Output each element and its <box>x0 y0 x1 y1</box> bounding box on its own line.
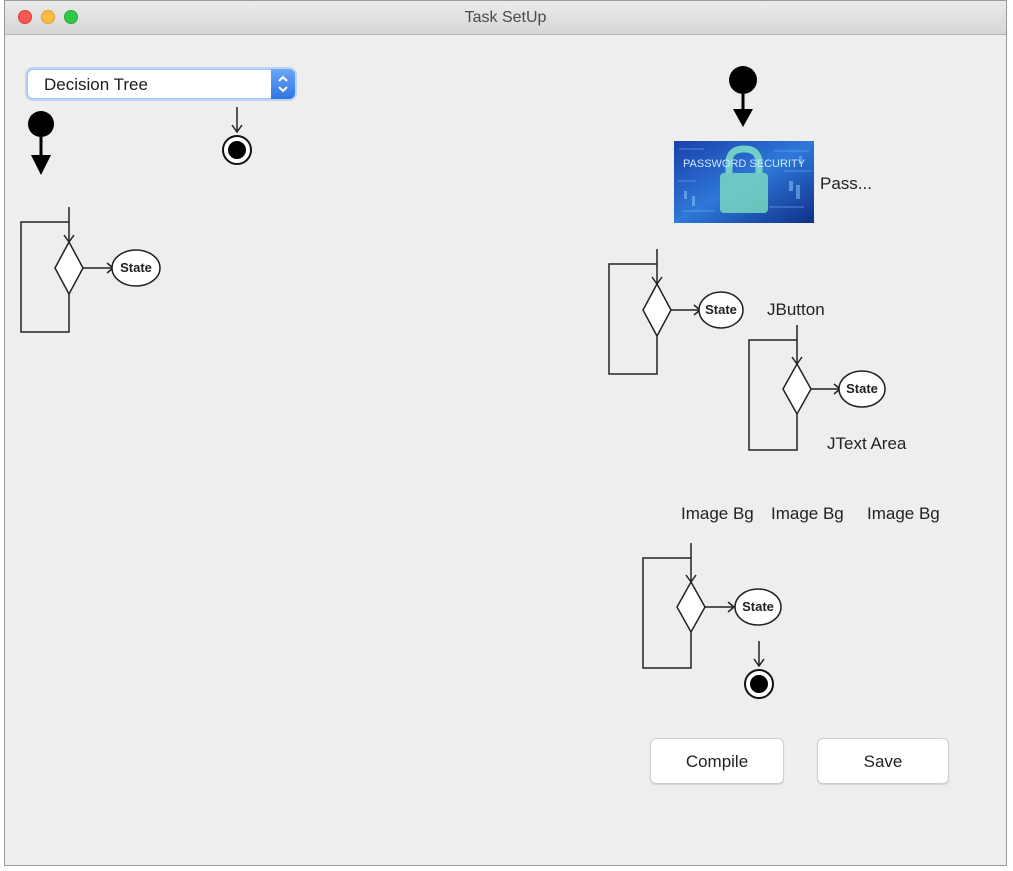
decision-diamond-icon <box>748 325 886 451</box>
initial-node-icon[interactable] <box>25 109 57 179</box>
password-lock-image[interactable]: PASSWORD SECURITY <box>674 141 814 223</box>
decision-group[interactable]: State <box>747 323 897 453</box>
diagram-type-select[interactable]: Decision Tree <box>27 69 295 99</box>
compile-button[interactable]: Compile <box>650 738 784 784</box>
zoom-window-button[interactable] <box>64 10 78 24</box>
state-node-label: State <box>846 381 878 396</box>
decision-group[interactable]: State <box>641 541 791 671</box>
image-bg-label: Image Bg <box>771 504 844 523</box>
close-window-button[interactable] <box>18 10 32 24</box>
decision-diamond-icon <box>20 207 161 333</box>
select-value: Decision Tree <box>44 75 148 94</box>
image-overlay-text: PASSWORD SECURITY <box>683 158 806 170</box>
window-title: Task SetUp <box>464 9 547 26</box>
state-node-label: State <box>120 260 152 275</box>
decision-group[interactable]: State <box>607 247 757 377</box>
state-node-label: State <box>742 599 774 614</box>
jtextarea-label: JText Area <box>827 434 907 453</box>
final-node-icon[interactable] <box>741 639 777 705</box>
state-node-label: State <box>705 302 737 317</box>
pass-label: Pass... <box>820 174 872 193</box>
decision-diamond-icon <box>608 249 744 375</box>
minimize-window-button[interactable] <box>41 10 55 24</box>
canvas-area[interactable]: Decision Tree <box>5 35 1006 865</box>
final-node-icon[interactable] <box>219 105 255 171</box>
image-bg-label: Image Bg <box>867 504 940 523</box>
jbutton-label: JButton <box>767 300 825 319</box>
chevron-updown-icon <box>271 69 295 99</box>
initial-node-icon[interactable] <box>725 65 761 131</box>
image-bg-label: Image Bg <box>681 504 754 523</box>
decision-group[interactable]: State <box>19 205 169 335</box>
decision-diamond-icon <box>642 543 782 669</box>
title-bar: Task SetUp <box>5 1 1006 35</box>
save-button[interactable]: Save <box>817 738 949 784</box>
task-setup-window: Task SetUp Decision Tree <box>4 0 1007 866</box>
